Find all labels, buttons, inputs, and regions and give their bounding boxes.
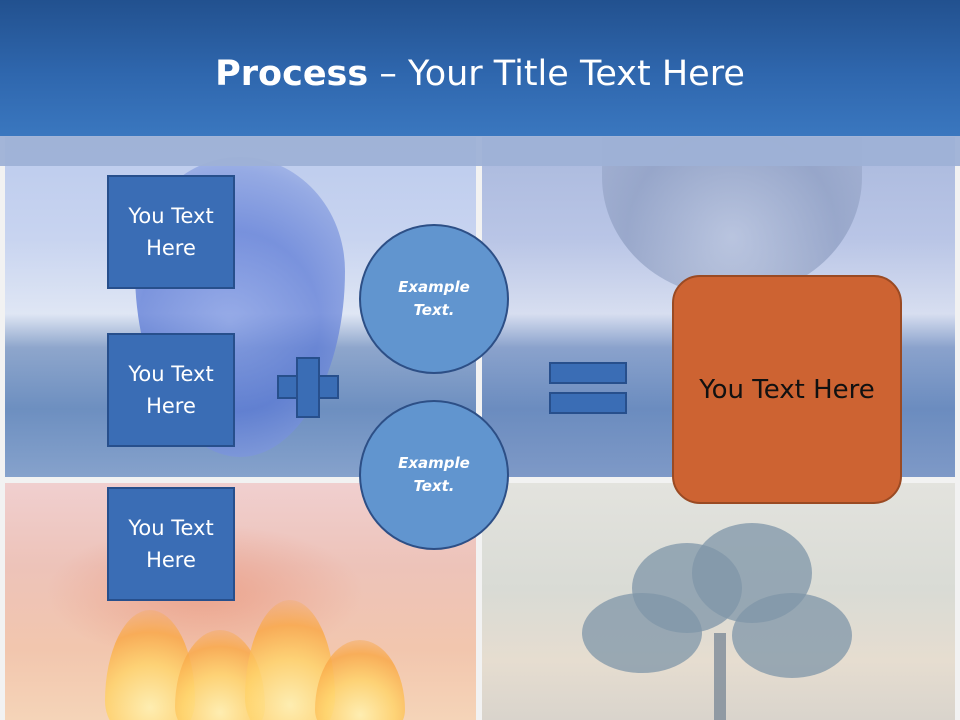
text-box-1[interactable]: You Text Here [107,175,235,289]
result-box[interactable]: You Text Here [672,275,902,504]
text-box-2[interactable]: You Text Here [107,333,235,447]
equals-sign-icon [549,392,627,414]
tree-crown-shape [582,593,702,673]
text-box-3[interactable]: You Text Here [107,487,235,601]
tree-trunk-shape [714,633,726,720]
tree-background-image [482,483,955,720]
tree-crown-shape [732,593,852,678]
equals-sign-icon [549,362,627,384]
plus-sign-icon [296,357,320,418]
slide-title-bold: Process [215,54,369,94]
title-bar: Process – Your Title Text Here [0,0,960,136]
slide-title-rest: – Your Title Text Here [368,54,745,94]
slide-title: Process – Your Title Text Here [0,52,960,96]
header-band [0,136,960,166]
example-circle-2[interactable]: Example Text. [359,400,509,550]
example-circle-1[interactable]: Example Text. [359,224,509,374]
